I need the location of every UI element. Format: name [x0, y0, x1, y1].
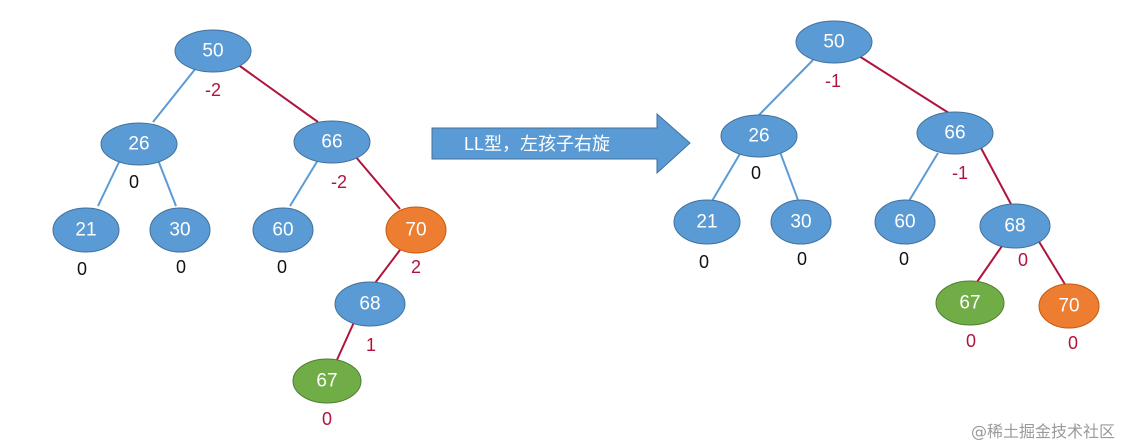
- node-r-21-label: 21: [696, 212, 717, 233]
- node-60-label: 60: [272, 220, 293, 241]
- edge-70-68: [371, 249, 401, 288]
- node-r-67: [935, 280, 1005, 326]
- node-67-bf: 0: [322, 409, 332, 429]
- node-50: [174, 29, 252, 73]
- rotation-arrow: LL型，左孩子右旋: [431, 112, 691, 175]
- node-r-66-bf: -1: [952, 163, 968, 183]
- node-r-67-bf: 0: [966, 331, 976, 351]
- node-21-bf: 0: [77, 259, 87, 279]
- edge-r-66-60: [908, 152, 939, 202]
- node-r-68-label: 68: [1004, 216, 1025, 237]
- node-r-67-label: 67: [959, 293, 980, 314]
- node-26-label: 26: [128, 134, 149, 155]
- node-26-bf: 0: [129, 172, 139, 192]
- node-68: [334, 281, 406, 327]
- node-68-bf: 1: [366, 335, 376, 355]
- node-70: [385, 206, 447, 254]
- node-r-60: [874, 199, 936, 245]
- node-r-60-label: 60: [894, 212, 915, 233]
- node-70-bf: 2: [411, 257, 421, 277]
- node-66-bf: -2: [331, 172, 347, 192]
- node-r-60-bf: 0: [899, 249, 909, 269]
- node-26: [100, 122, 178, 166]
- edge-r-66-68: [980, 147, 1013, 207]
- node-21: [52, 207, 120, 253]
- edge-50-66: [236, 63, 319, 123]
- node-r-26: [720, 114, 798, 158]
- edge-r-68-67: [976, 245, 1003, 283]
- node-r-70: [1038, 283, 1100, 329]
- node-66: [293, 120, 371, 164]
- node-r-66: [916, 111, 994, 155]
- edge-r-68-70: [1037, 239, 1067, 287]
- node-r-26-bf: 0: [751, 163, 761, 183]
- node-r-70-label: 70: [1058, 296, 1079, 317]
- node-r-68: [979, 203, 1051, 249]
- edge-66-60: [289, 159, 319, 207]
- edge-r-50-26: [757, 59, 814, 117]
- node-60-bf: 0: [277, 257, 287, 277]
- edge-r-50-66: [858, 55, 953, 116]
- node-70-label: 70: [405, 220, 426, 241]
- node-50-bf: -2: [205, 80, 221, 100]
- node-r-66-label: 66: [944, 123, 965, 144]
- edge-r-26-30: [779, 151, 799, 201]
- node-r-21-bf: 0: [699, 252, 709, 272]
- node-r-50-label: 50: [823, 32, 844, 53]
- node-21-label: 21: [75, 220, 96, 241]
- right-tree: 50 -1 26 0 66 -1 21 0 30 0 60 0 68 0 67 …: [673, 20, 1100, 353]
- node-r-50-bf: -1: [825, 71, 841, 91]
- edge-66-70: [354, 155, 401, 210]
- watermark: @稀土掘金技术社区: [970, 422, 1115, 441]
- node-r-70-bf: 0: [1068, 333, 1078, 353]
- edge-r-26-21: [711, 151, 742, 202]
- node-r-68-bf: 0: [1018, 250, 1028, 270]
- node-30: [149, 207, 211, 253]
- edge-26-21: [97, 159, 121, 207]
- node-r-30-bf: 0: [797, 249, 807, 269]
- arrow-shape: [431, 112, 691, 175]
- arrow-label: LL型，左孩子右旋: [464, 134, 610, 154]
- node-66-label: 66: [321, 132, 342, 153]
- node-r-21: [673, 199, 741, 245]
- node-67-label: 67: [316, 371, 337, 392]
- node-r-50: [795, 20, 873, 64]
- left-tree: 50 -2 26 0 66 -2 21 0 30 0 60 0 70 2 68 …: [52, 29, 447, 429]
- edge-68-67: [335, 319, 356, 363]
- node-r-26-label: 26: [748, 126, 769, 147]
- node-67: [292, 358, 362, 404]
- node-68-label: 68: [359, 294, 380, 315]
- edge-50-26: [152, 67, 197, 123]
- node-30-label: 30: [169, 220, 190, 241]
- node-r-30-label: 30: [790, 212, 811, 233]
- node-r-30: [770, 199, 832, 245]
- node-30-bf: 0: [176, 257, 186, 277]
- node-60: [252, 207, 314, 253]
- node-50-label: 50: [202, 41, 223, 62]
- edge-26-30: [157, 159, 177, 207]
